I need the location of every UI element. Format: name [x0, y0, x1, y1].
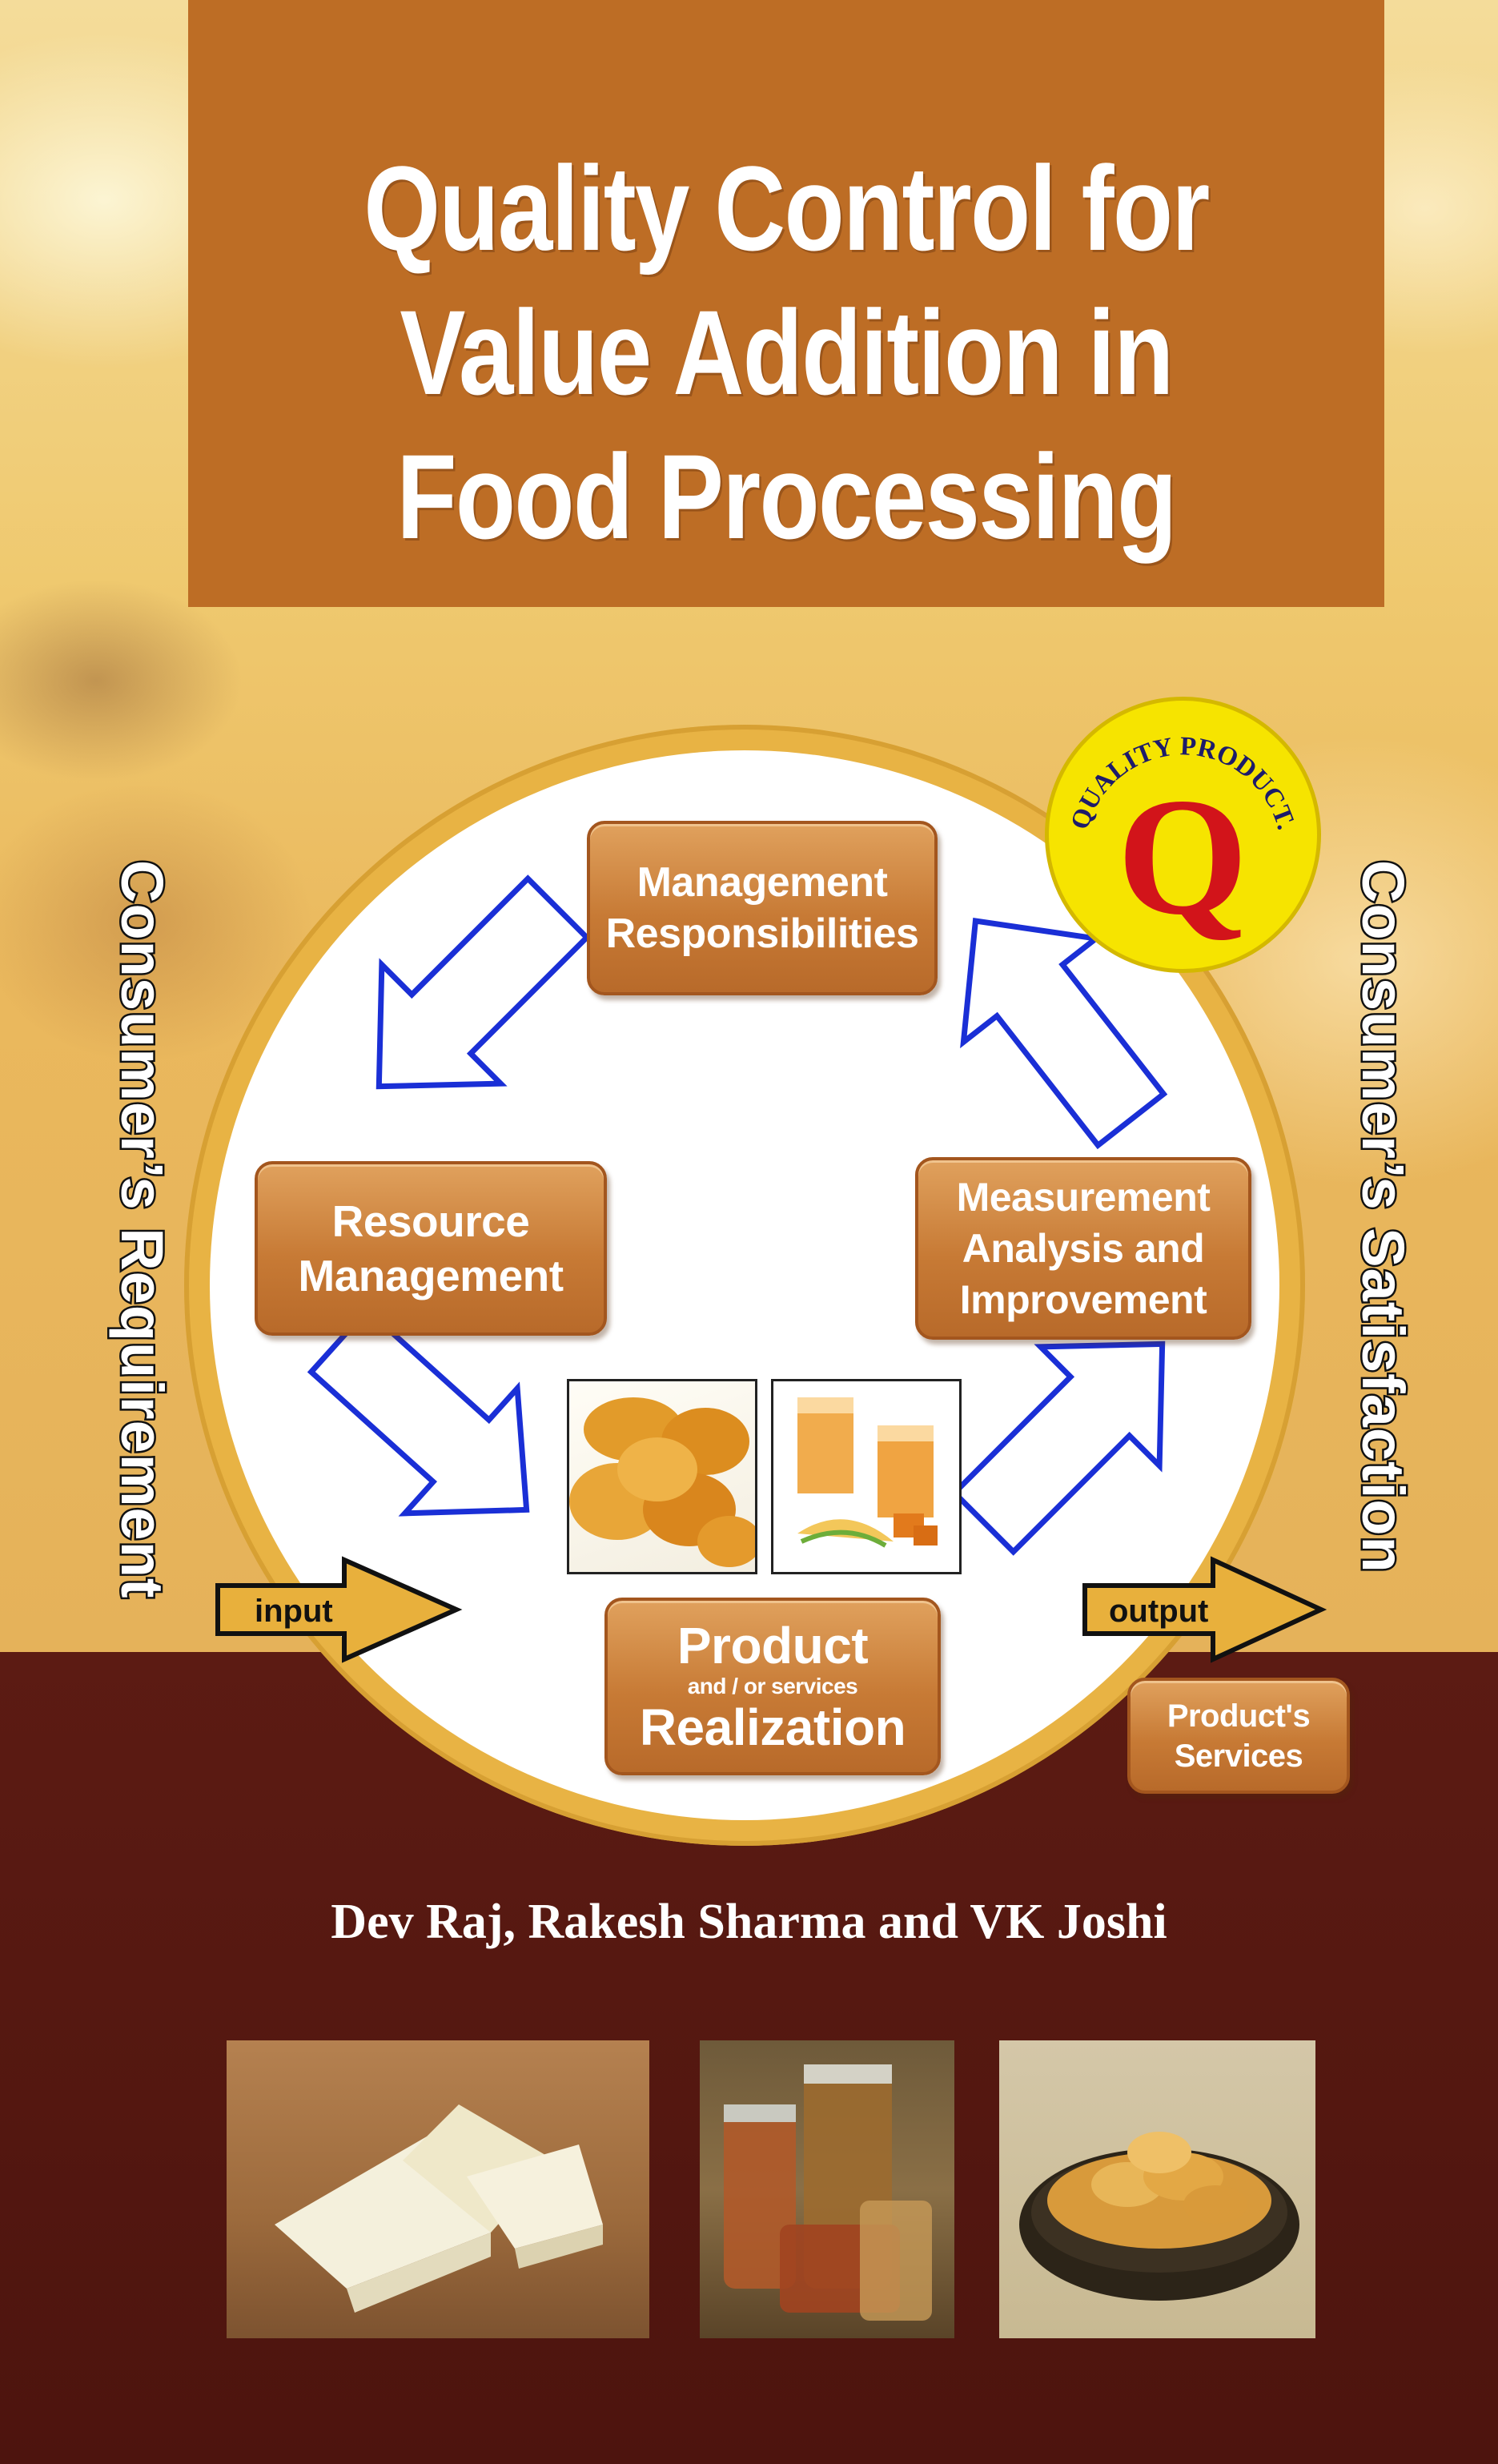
cycle-arrows — [215, 874, 1327, 1663]
product-label: Product — [677, 1617, 869, 1674]
mangoes-photo — [567, 1379, 757, 1574]
input-arrow-icon — [215, 1556, 463, 1663]
title-line-2: Value Addition in — [400, 285, 1174, 420]
product-subtitle: and / or services — [687, 1674, 858, 1698]
measurement-analysis-box: Measurement Analysis and Improvement — [915, 1157, 1251, 1340]
quality-product-seal: QUALITY PRODUCT. Q — [1045, 697, 1321, 973]
pickle-jars-photo — [700, 2040, 954, 2338]
arrow-to-product-icon — [307, 1306, 530, 1517]
banana-chips-photo — [999, 2040, 1315, 2338]
book-title: Quality Control for Value Addition in Fo… — [295, 136, 1276, 569]
output-label: output — [1109, 1594, 1209, 1629]
management-line-2: Responsibilities — [605, 910, 919, 957]
product-realization-box: Product and / or services Realization — [604, 1598, 941, 1775]
resource-line-1: Resource — [331, 1196, 530, 1246]
juice-photo — [771, 1379, 962, 1574]
resource-line-2: Management — [298, 1251, 564, 1300]
seal-q-letter: Q — [1117, 764, 1247, 950]
title-panel — [188, 0, 1384, 607]
authors-line: Dev Raj, Rakesh Sharma and VK Joshi — [331, 1895, 1167, 1949]
input-label: input — [255, 1594, 333, 1629]
title-line-3: Food Processing — [396, 429, 1177, 564]
services-line-2: Services — [1174, 1738, 1303, 1774]
arrow-to-measurement-icon — [950, 1341, 1166, 1556]
output-arrow-icon — [1082, 1556, 1327, 1663]
arrow-to-management-icon — [960, 917, 1168, 1150]
arrow-to-resource-icon — [376, 874, 591, 1090]
resource-management-box: Resource Management — [255, 1161, 607, 1336]
services-line-1: Product's — [1167, 1698, 1311, 1734]
cheese-photo — [227, 2040, 649, 2338]
title-line-1: Quality Control for — [363, 141, 1210, 275]
management-responsibilities-box: Management Responsibilities — [587, 821, 938, 995]
product-services-box: Product's Services — [1127, 1678, 1350, 1794]
realization-label: Realization — [639, 1698, 906, 1756]
measurement-line-3: Improvement — [959, 1277, 1207, 1322]
measurement-line-1: Measurement — [956, 1175, 1211, 1220]
measurement-line-2: Analysis and — [962, 1226, 1205, 1271]
management-line-1: Management — [637, 859, 888, 906]
